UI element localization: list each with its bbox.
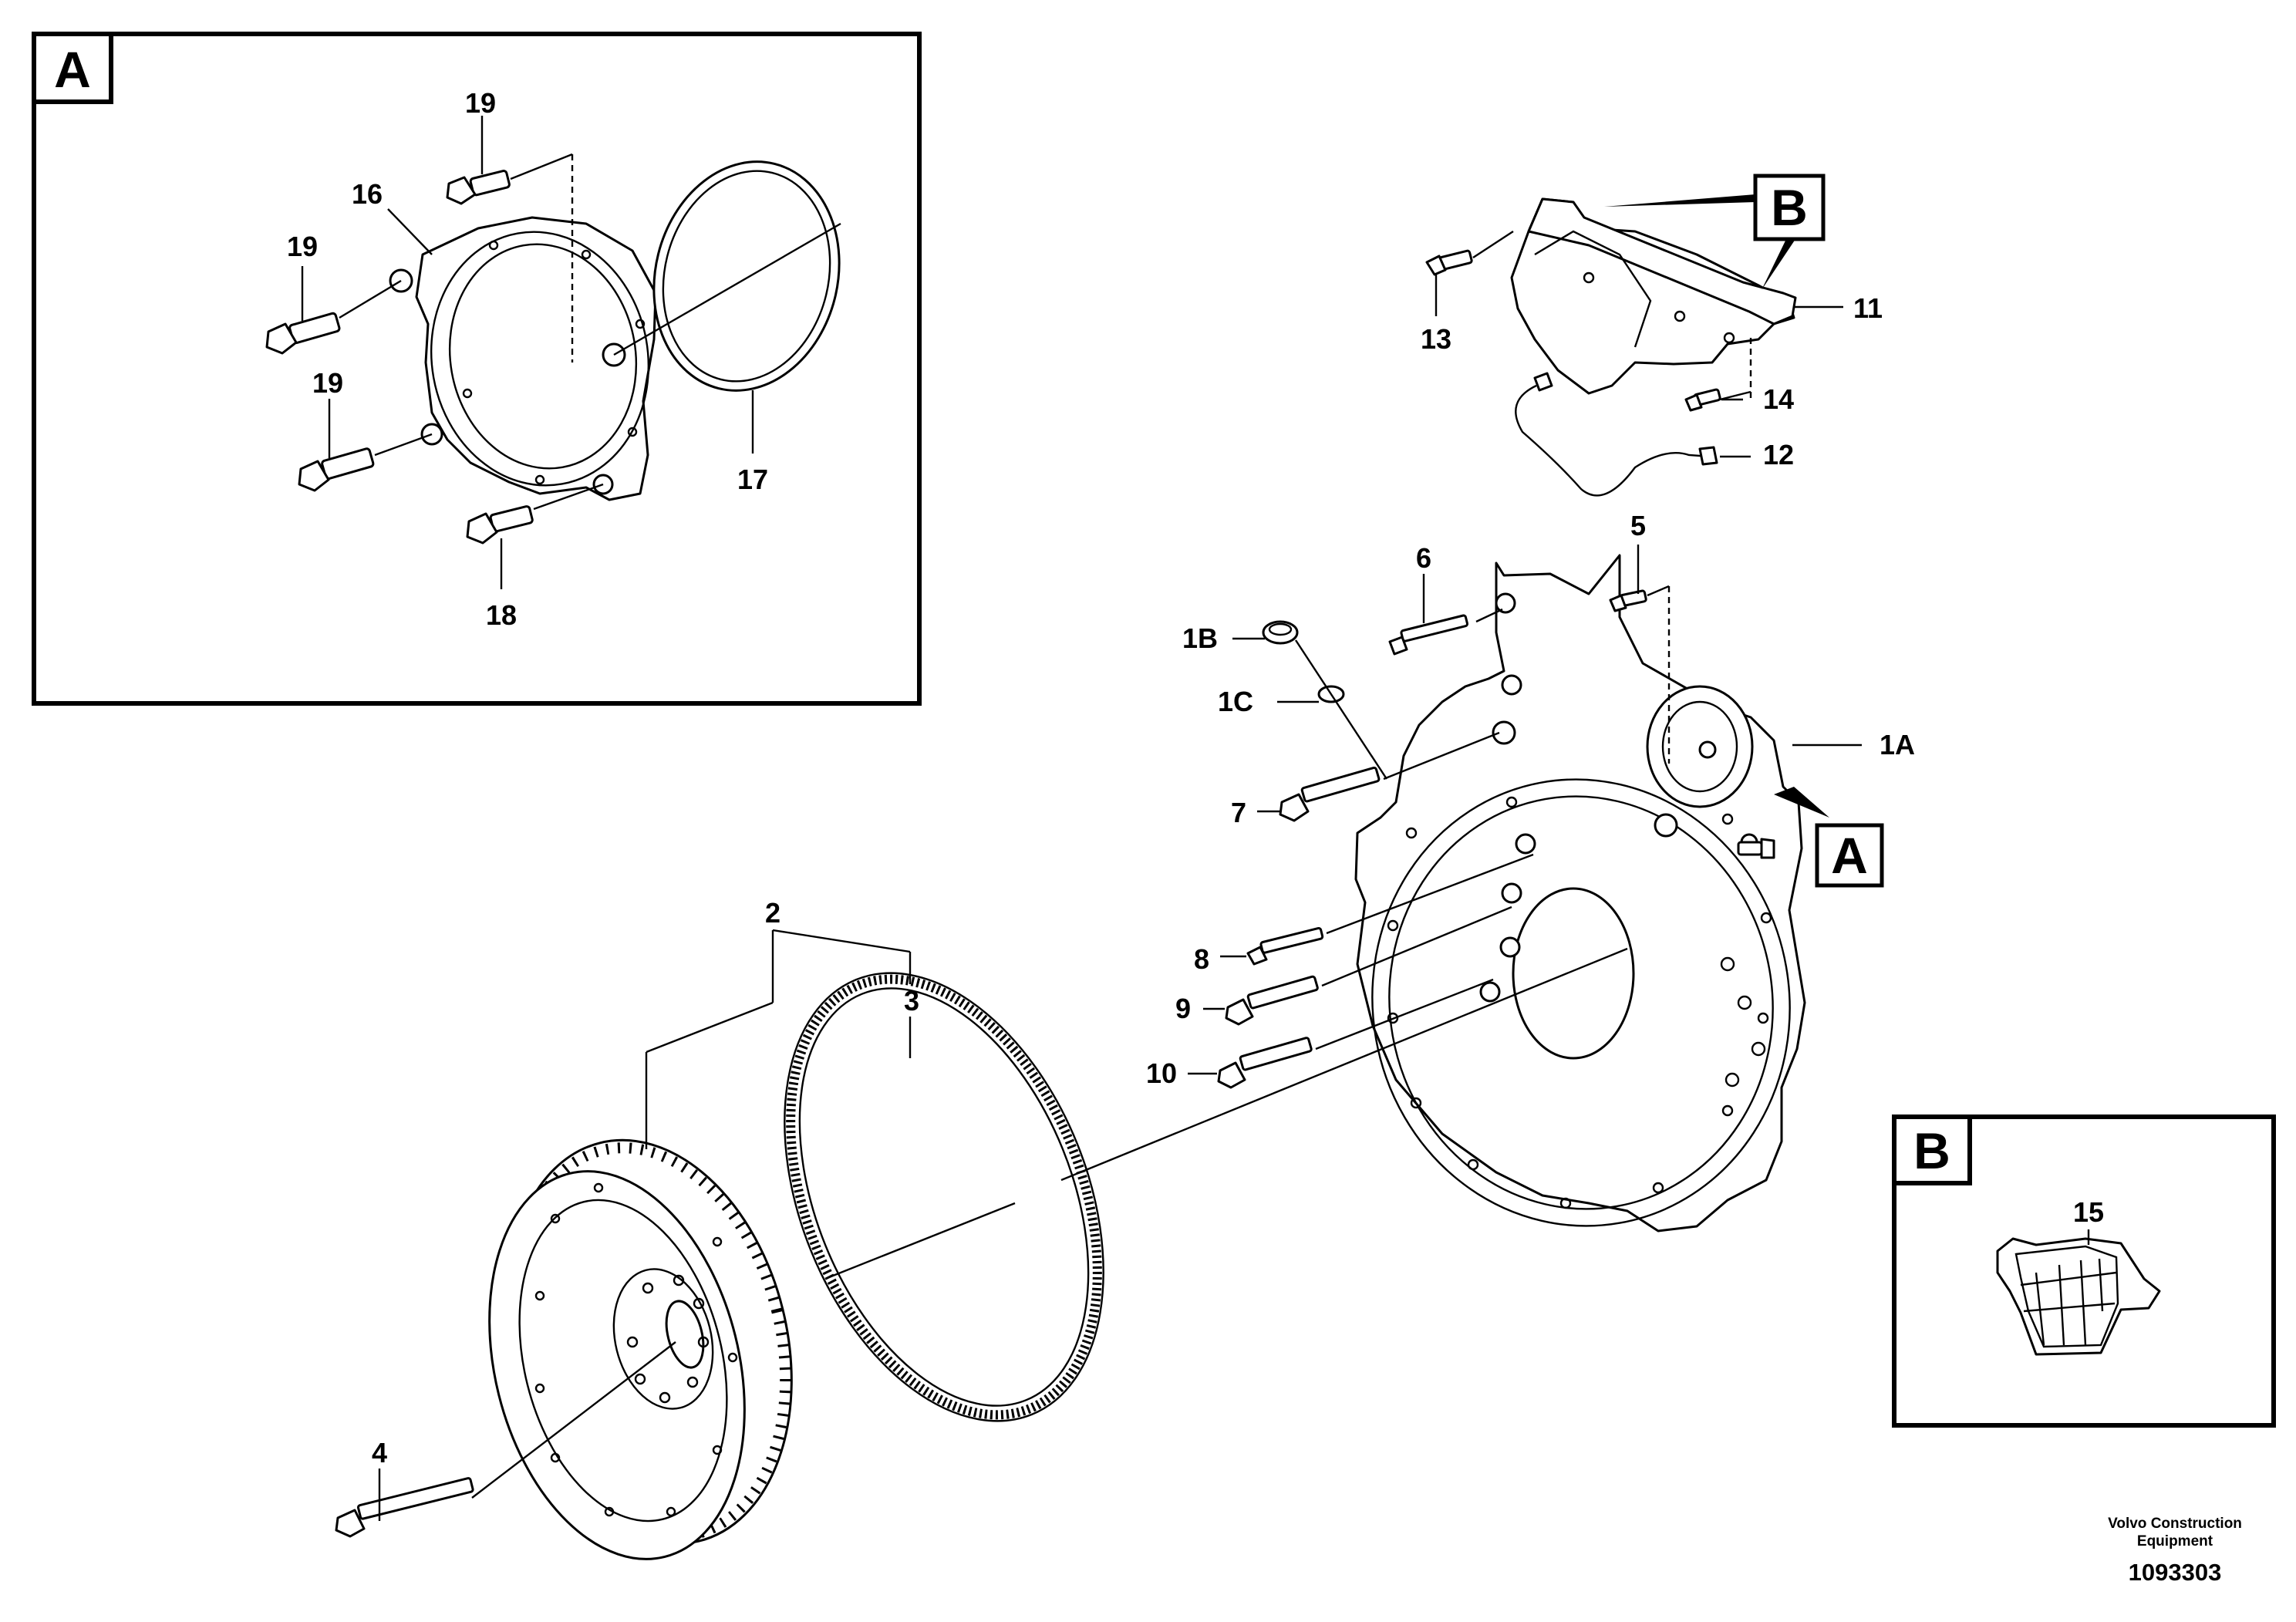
bolt-9: [1225, 975, 1319, 1026]
detail-frame-b: B 15: [1892, 1114, 2276, 1428]
bolt-19-top: [446, 170, 511, 205]
bolt-10: [1217, 1037, 1313, 1089]
bolt-6: [1388, 614, 1469, 656]
detail-frame-a-letter: A: [54, 41, 91, 98]
bolt-19-lower: [298, 447, 375, 492]
callout-14: 14: [1763, 383, 1794, 415]
ring-gear-part: [784, 972, 1104, 1422]
bolt-housing-right: [1737, 838, 1775, 859]
callout-7: 7: [1231, 797, 1246, 828]
callout-17: 17: [737, 464, 768, 495]
flywheel-housing-part: [1354, 554, 1806, 1233]
detail-frame-b-letter: B: [1913, 1122, 1950, 1179]
detail-frame-a: A: [32, 32, 922, 706]
bolt-4: [335, 1477, 474, 1538]
bolt-5: [1609, 589, 1647, 612]
callout-9: 9: [1175, 993, 1191, 1024]
callout-8: 8: [1194, 943, 1209, 975]
bolt-18: [466, 505, 534, 545]
callout-3: 3: [904, 985, 919, 1017]
callout-1c: 1C: [1218, 686, 1253, 717]
callout-19-lower: 19: [312, 367, 343, 399]
reference-flag-b: B: [1771, 179, 1808, 236]
callout-16: 16: [352, 178, 383, 210]
callout-5: 5: [1630, 510, 1646, 541]
callout-1b: 1B: [1182, 622, 1218, 654]
flywheel-part: [488, 1138, 793, 1560]
figure-number: 1093303: [2129, 1559, 2222, 1586]
callout-12: 12: [1763, 439, 1794, 470]
callout-15: 15: [2073, 1196, 2104, 1228]
callout-2: 2: [765, 897, 781, 929]
callout-2-bracket: [378, 929, 912, 1521]
bolt-7: [1279, 766, 1381, 822]
bearing-cover-part: [389, 216, 657, 501]
credit-line-1: Volvo Construction: [2108, 1516, 2242, 1532]
bolt-19-middle: [265, 312, 341, 355]
callout-4: 4: [372, 1437, 387, 1469]
callout-19-top: 19: [465, 87, 496, 119]
reference-flag-a: A: [1831, 827, 1868, 884]
callout-19-middle: 19: [287, 231, 318, 262]
figure-credit: Volvo Construction Equipment 1093303: [2108, 1516, 2242, 1586]
callout-13: 13: [1421, 323, 1451, 355]
callout-6: 6: [1416, 542, 1431, 574]
connector-15-part: [1996, 1237, 2161, 1356]
plug-1b-part: [1262, 620, 1299, 645]
callout-1a: 1A: [1880, 729, 1915, 760]
housing-leaders: A: [1188, 545, 1884, 1075]
callout-11: 11: [1853, 292, 1883, 324]
credit-line-2: Equipment: [2137, 1533, 2213, 1549]
bolt-8: [1246, 926, 1324, 966]
callout-10: 10: [1146, 1057, 1177, 1089]
bracket-assembly: B 11 13 14 12: [1421, 174, 1883, 497]
callout-18: 18: [486, 599, 517, 631]
o-ring-part: [652, 160, 841, 392]
